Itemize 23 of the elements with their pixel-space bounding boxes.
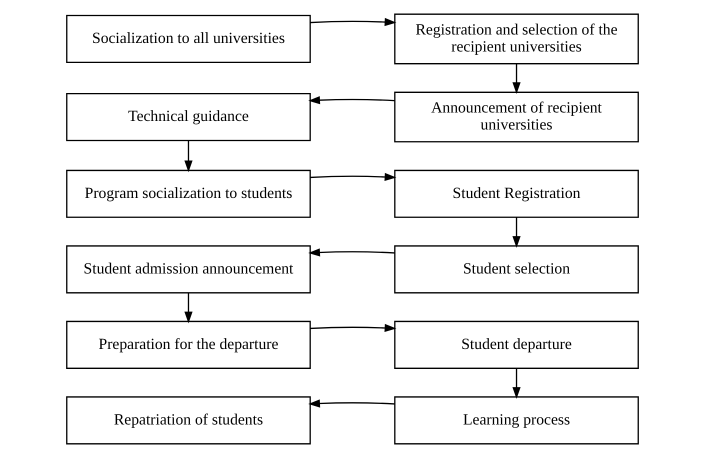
node-box: Learning process [394,396,638,444]
arrow [308,96,394,104]
arrow [512,63,520,94]
node-box: Repatriation of students [66,396,310,444]
arrow [310,323,396,332]
node-box: Socialization to all universities [66,14,310,63]
node-box: Student selection [394,244,638,293]
arrow [308,398,394,408]
node-box: Technical guidance [66,92,310,141]
arrow [184,140,192,172]
arrow [308,248,394,256]
arrow [184,292,192,323]
node-box: Program socialization to students [66,169,310,218]
node-box: Student departure [394,320,638,368]
arrow [512,368,520,398]
node-box: Announcement of recipient universities [394,91,638,142]
arrow [310,172,396,181]
node-box: Registration and selection of the recipient universities [394,13,638,64]
arrow [512,216,520,248]
arrow [310,17,396,26]
node-box: Preparation for the departure [66,320,310,368]
node-box: Student admission announcement [66,244,310,293]
node-box: Student Registration [394,169,638,218]
